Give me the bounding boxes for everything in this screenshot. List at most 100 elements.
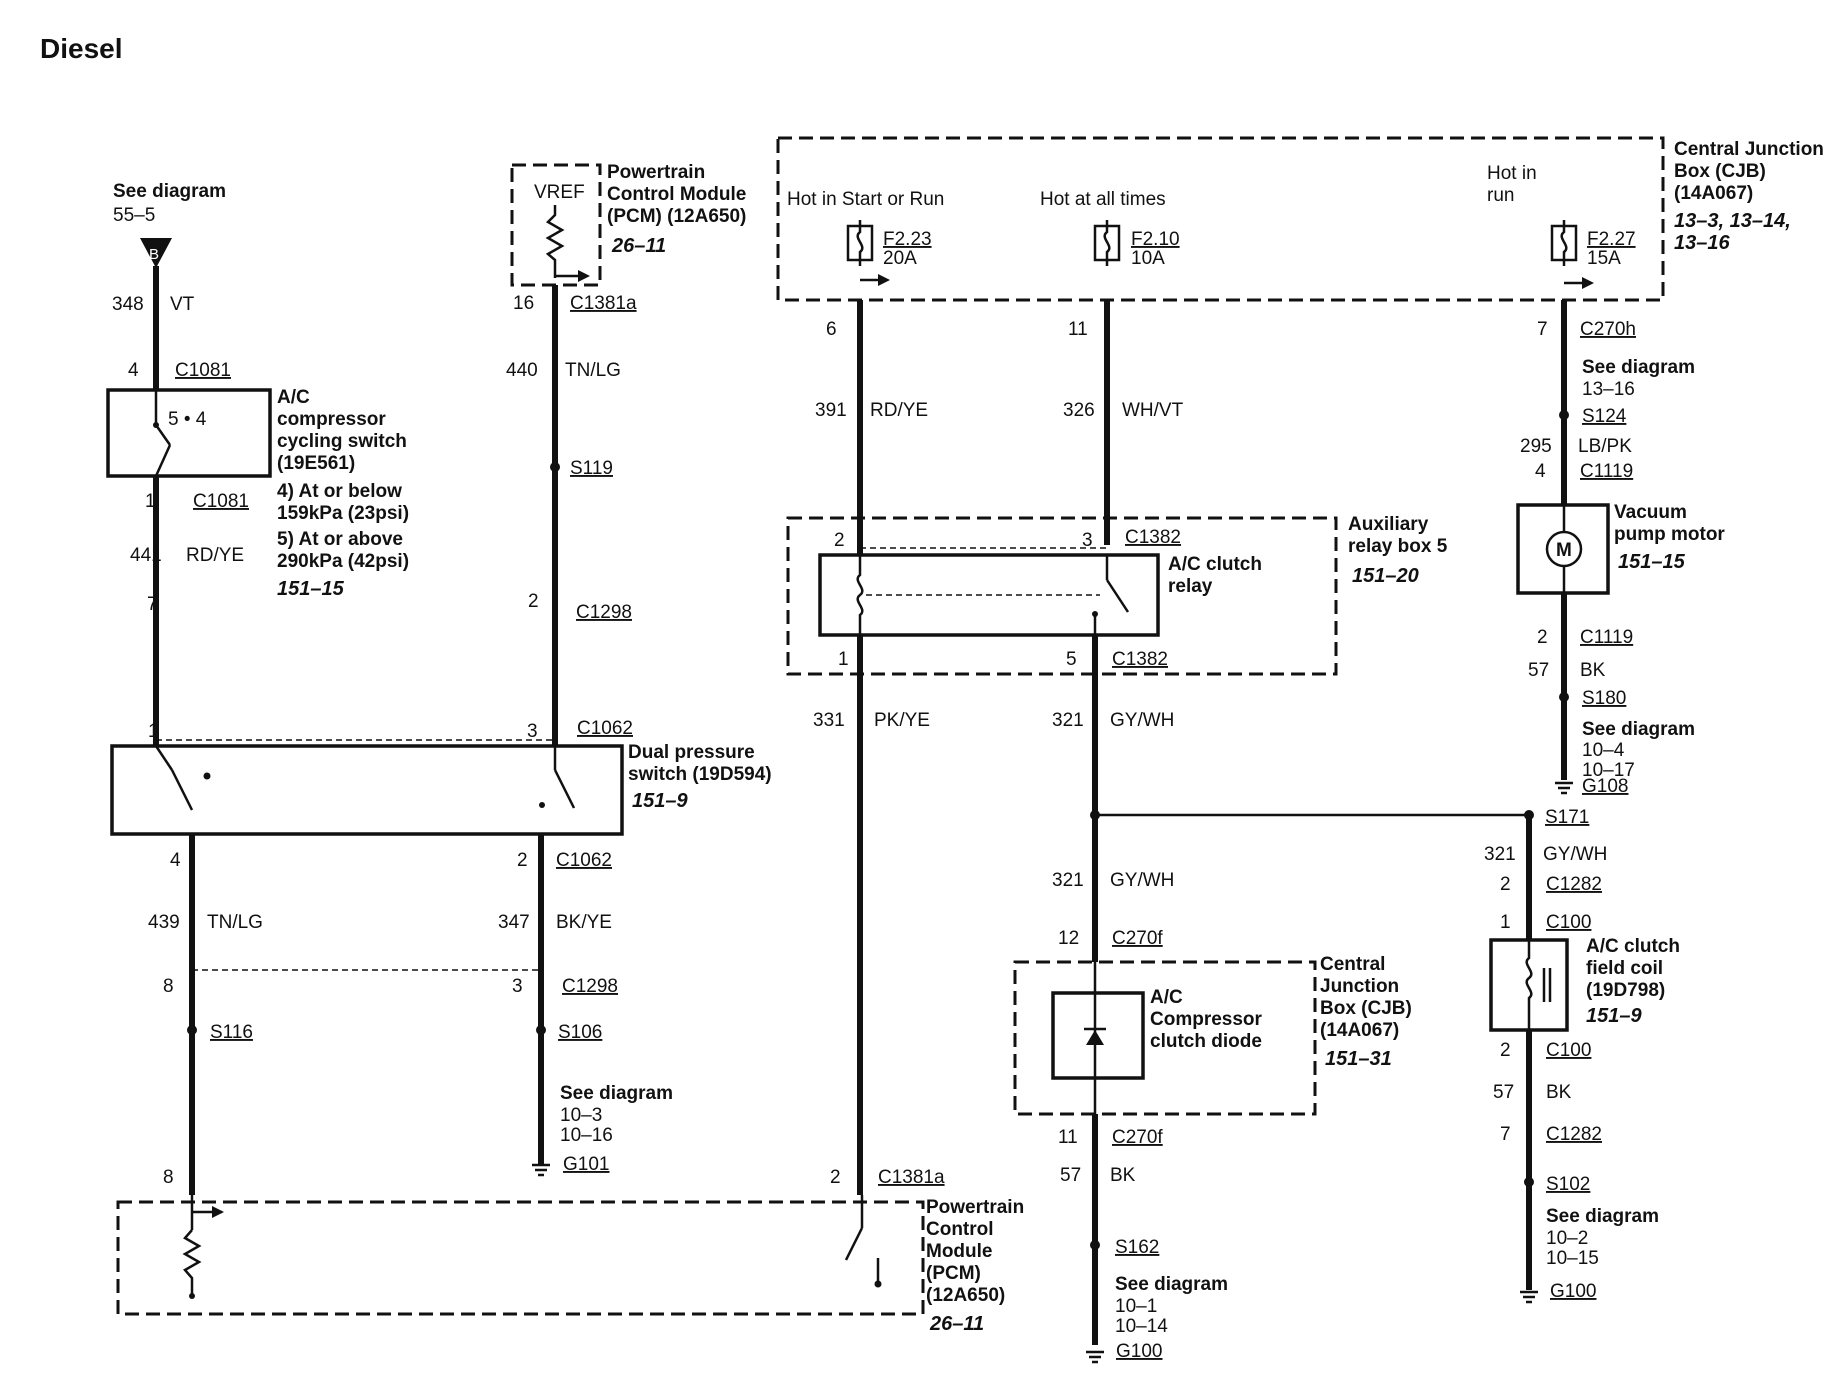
ac-clutch-relay-group: 6 11 391 RD/YE 326 WH/VT 2 3 C1382 A/C c… [786,300,1529,1195]
wire-number: 326 [1063,400,1095,421]
wire-color: GY/WH [1110,710,1174,731]
switch-contact [170,769,194,811]
component-label: Module [926,1241,993,1262]
ac-diode-group: 12 C270f A/C Compressor clutch diode Cen… [1013,928,1412,1364]
fuse-rating: 20A [883,248,917,269]
contact-dot [539,802,545,808]
ground-dot [189,1293,195,1299]
wire-color: WH/VT [1122,400,1184,421]
splice-dot [550,462,560,472]
contact-dot [1092,611,1098,617]
vref-label: VREF [534,182,585,203]
connector-label: C1062 [577,718,633,739]
wire-number: 321 [1052,710,1084,731]
component-label: Box (CJB) [1320,998,1412,1019]
fuse-element [1560,220,1568,266]
pin-number: 2 [830,1167,841,1188]
see-diagram-ref: 10–3 [560,1105,602,1126]
pin-number: 3 [1082,530,1093,551]
component-label: (12A650) [926,1285,1005,1306]
ground-label: G100 [1550,1281,1596,1302]
see-diagram-ref: 13–16 [1582,379,1635,400]
cjb-diode-box [1013,960,1317,1116]
connector-label: C1381a [570,293,637,314]
connector-b-icon [140,238,172,268]
switch-lead [154,444,172,477]
connector-label: C270f [1112,1127,1163,1148]
connector-label: C1382 [1112,649,1168,670]
splice-dot [1090,1240,1100,1250]
see-diagram-label: See diagram [1115,1274,1228,1295]
component-label: Dual pressure [628,742,755,763]
connector-label: C1298 [562,976,618,997]
switch-contact [154,424,172,446]
connector-label: C100 [1546,1040,1591,1061]
wire-number: 348 [112,294,144,315]
component-label: compressor [277,409,386,430]
arrow-icon [578,270,590,282]
splice-dot [1559,692,1569,702]
see-diagram-ref: 10–17 [1582,760,1635,781]
wire-color: RD/YE [186,545,244,566]
pin-number: 4 [1535,461,1546,482]
pin-number: 11 [1068,319,1088,340]
component-label: Central [1320,954,1385,975]
component-label: Vacuum [1614,502,1687,523]
see-diagram-ref: 55–5 [113,205,155,226]
fuse-element [1103,220,1111,266]
splice-label: S106 [558,1022,602,1043]
pin-number: 4 [170,850,181,871]
splice-label: S124 [1582,406,1627,427]
switch-contact [154,745,174,771]
vacuum-pump-group: 7 C270h See diagram 13–16 S124 295 LB/PK… [1516,300,1725,797]
reference-number: 26–11 [929,1313,984,1335]
hot-label: Hot in [1487,163,1537,184]
contact-dot [153,422,159,428]
arrow-icon [212,1206,224,1218]
pin-number: 2 [517,850,528,871]
connector-label: C1298 [576,602,632,623]
component-label: (14A067) [1320,1020,1399,1041]
splice-label: S119 [570,458,613,479]
connector-label: C1282 [1546,1124,1602,1145]
wire-color: BK [1580,660,1606,681]
ac-cycling-switch-group: See diagram 55–5 B 348 VT 4 C1081 5 • 4 … [106,181,409,746]
wire-number: 439 [148,912,180,933]
see-diagram-ref: 10–2 [1546,1228,1588,1249]
connector-label: C1381a [878,1167,945,1188]
reference-number: 13–16 [1674,232,1730,254]
reference-number: 151–9 [1586,1005,1642,1027]
arrow-icon [878,274,890,286]
connector-label: C1282 [1546,874,1602,895]
note-text: 5) At or above [277,529,403,550]
reference-number: 151–15 [1618,551,1686,573]
relay-coil-icon [856,555,864,635]
see-diagram-ref: 10–4 [1582,740,1625,761]
hot-label: Hot at all times [1040,189,1166,210]
wire-color: PK/YE [874,710,930,731]
connector-label: C1382 [1125,527,1181,548]
component-label: Junction [1320,976,1399,997]
wire-color: GY/WH [1543,844,1607,865]
contact-dot [203,772,211,780]
component-label: Box (CJB) [1674,161,1766,182]
component-label: Powertrain [607,162,705,183]
see-diagram-label: See diagram [113,181,226,202]
wire-color: RD/YE [870,400,928,421]
component-label: (PCM) [926,1263,981,1284]
see-diagram-label: See diagram [1546,1206,1659,1227]
pcm-bottom-group: 2 C1381a Powertrain Control Module (PCM)… [116,1167,1024,1335]
wire-color: VT [170,294,195,315]
fuse-label: F2.10 [1131,229,1180,250]
pin-number: 1 [1500,912,1511,933]
component-label: clutch diode [1150,1031,1262,1052]
component-label: (19E561) [277,453,355,474]
resistor-icon [182,1229,202,1296]
pin-number: 6 [826,319,837,340]
see-diagram-ref: 10–14 [1115,1316,1168,1337]
dual-pressure-switch-box [110,744,624,836]
cjb-top-box [776,136,1665,302]
wire-number: 347 [498,912,530,933]
ground-label: G108 [1582,776,1628,797]
